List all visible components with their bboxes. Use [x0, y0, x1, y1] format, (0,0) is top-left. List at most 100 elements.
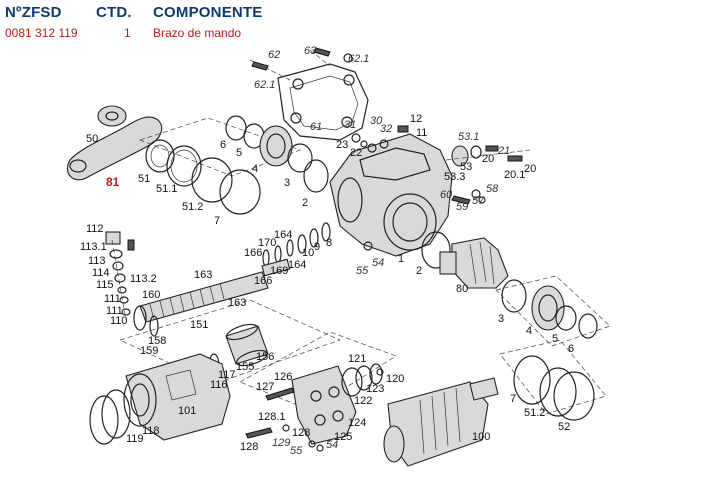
callout-23: 23: [336, 139, 348, 151]
callout-51-1: 51.1: [156, 183, 177, 195]
callout-126: 126: [274, 371, 292, 383]
callout-113: 113: [88, 255, 106, 267]
callout-166: 166: [244, 247, 262, 259]
callout-164b: 164: [288, 259, 306, 271]
callout-156: 156: [256, 351, 274, 363]
callout-163b: 163: [228, 297, 246, 309]
callout-8: 8: [326, 237, 332, 249]
callout-124: 124: [348, 417, 366, 429]
callout-6: 6: [220, 139, 226, 151]
callout-2b: 2: [416, 265, 422, 277]
valve-fittings: [351, 125, 531, 205]
callout-170: 170: [258, 237, 276, 249]
callout-20b: 20: [524, 163, 536, 175]
upper-left-rings: [138, 115, 313, 215]
steering-housing: [303, 133, 453, 269]
callout-54: 54: [372, 257, 384, 269]
callout-2: 2: [302, 197, 308, 209]
callout-129: 129: [272, 437, 290, 449]
callout-12: 12: [410, 113, 422, 125]
callout-57: 57: [472, 195, 485, 207]
valve-small-parts: [105, 231, 135, 321]
callout-55b: 55: [290, 445, 303, 457]
callout-53-1: 53.1: [458, 131, 479, 143]
sector-gear-shaft: [383, 377, 499, 467]
callout-32: 32: [380, 123, 392, 135]
callout-128-1: 128.1: [258, 411, 286, 423]
callout-61: 61: [310, 121, 322, 133]
callout-127: 127: [256, 381, 274, 393]
callout-113-1: 113.1: [80, 241, 107, 253]
callout-10: 10: [302, 247, 314, 259]
callout-22: 22: [350, 147, 362, 159]
callout-111: 111: [104, 293, 121, 305]
callout-121: 121: [348, 353, 366, 365]
callout-59: 59: [456, 201, 468, 213]
callout-100: 100: [472, 431, 490, 443]
callout-3: 3: [284, 177, 290, 189]
lower-right-rings: [495, 275, 611, 421]
worm-shaft: [133, 258, 291, 337]
part-name: Brazo de mando: [153, 26, 242, 40]
callout-labels: 62 63 62.1 62.1 61 50 81 51 51.1 51.2 7 …: [80, 45, 574, 457]
callout-111b: 111: [106, 305, 123, 317]
callout-21: 21: [497, 145, 510, 157]
callout-58: 58: [486, 183, 499, 195]
callout-54b: 54: [326, 439, 338, 451]
part-quantity: 1: [124, 26, 131, 40]
sector-shaft: [439, 237, 509, 289]
callout-20-1: 20.1: [504, 169, 525, 181]
pitman-arm: [66, 105, 163, 181]
callout-113-2: 113.2: [130, 273, 157, 285]
callout-7: 7: [214, 215, 220, 227]
callout-62-1b: 62.1: [254, 79, 275, 91]
mounting-bracket: [249, 47, 369, 141]
callout-119: 119: [126, 433, 144, 445]
callout-11: 11: [416, 127, 427, 139]
callout-6b: 6: [568, 343, 574, 355]
callout-112: 112: [86, 223, 104, 235]
callout-55: 55: [356, 265, 369, 277]
callout-115: 115: [96, 279, 114, 291]
cover-plate: [239, 331, 397, 452]
callout-1: 1: [398, 253, 404, 265]
callout-120: 120: [386, 373, 404, 385]
callout-3b: 3: [498, 313, 504, 325]
callout-125: 125: [334, 431, 352, 443]
callout-51: 51: [138, 173, 150, 185]
callout-51-2: 51.2: [182, 201, 203, 213]
callout-166b: 166: [254, 275, 272, 287]
callout-101: 101: [178, 405, 196, 417]
callout-128b: 128: [292, 427, 310, 439]
seal-rings-center: [262, 222, 373, 267]
callout-51-2b: 51.2: [524, 407, 545, 419]
callout-164: 164: [274, 229, 292, 241]
callout-160: 160: [142, 289, 160, 301]
callout-169: 169: [270, 265, 288, 277]
callout-5: 5: [236, 147, 242, 159]
callout-158: 158: [148, 335, 166, 347]
callout-53: 53: [460, 161, 472, 173]
callout-122: 122: [354, 395, 372, 407]
callout-52: 52: [558, 421, 570, 433]
callout-4: 4: [252, 163, 258, 175]
callout-60: 60: [440, 189, 453, 201]
callout-62: 62: [268, 49, 280, 61]
header-component: COMPONENTE: [153, 4, 263, 21]
callout-159: 159: [140, 345, 158, 357]
callout-50: 50: [86, 133, 98, 145]
callout-20: 20: [482, 153, 494, 165]
callout-80: 80: [456, 283, 468, 295]
lower-housing: [89, 353, 231, 445]
callout-116: 116: [210, 379, 228, 391]
callout-7b: 7: [510, 393, 516, 405]
piston-sleeve: [119, 299, 341, 391]
callout-110: 110: [110, 315, 128, 327]
callout-114: 114: [92, 267, 110, 279]
callout-53-3: 53.3: [444, 171, 465, 183]
callout-30: 30: [370, 115, 383, 127]
header-quantity: CTD.: [96, 4, 132, 21]
callout-118: 118: [142, 425, 160, 437]
callout-151: 151: [190, 319, 208, 331]
